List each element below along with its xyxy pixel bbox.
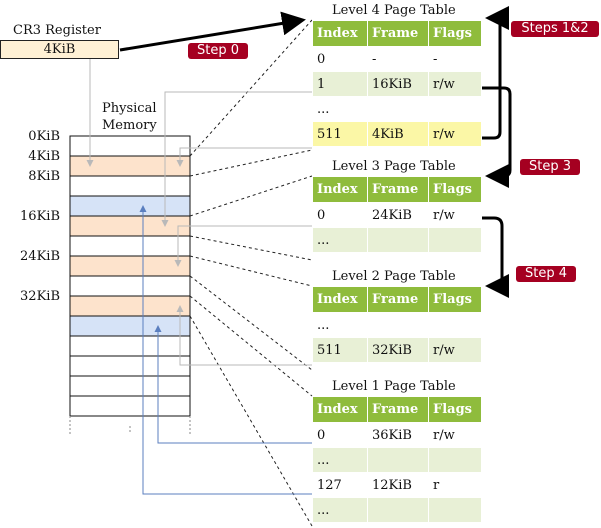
table-row: ... bbox=[312, 96, 482, 122]
address-label: 24KiB bbox=[20, 249, 60, 264]
index-cell: 511 bbox=[312, 337, 368, 363]
flags-cell bbox=[428, 497, 482, 523]
step-0-badge: Step 0 bbox=[188, 43, 248, 59]
frame-cell: 4KiB bbox=[367, 121, 429, 147]
table-row: 511 32KiB r/w bbox=[312, 337, 482, 363]
index-cell: 0 bbox=[312, 422, 368, 448]
table-row: 0 - - bbox=[312, 46, 482, 72]
column-header: Flags bbox=[428, 396, 482, 423]
l2-table-title: Level 2 Page Table bbox=[332, 269, 456, 284]
table-row: 0 36KiB r/w bbox=[312, 422, 482, 448]
index-cell: ... bbox=[312, 96, 368, 122]
frame-cell: 32KiB bbox=[367, 337, 429, 363]
frame-cell bbox=[367, 96, 429, 122]
l4-page-table: Index Frame Flags 0 - - 1 16KiB r/w ... … bbox=[312, 20, 482, 147]
address-label: 16KiB bbox=[20, 209, 60, 224]
l3-table-title: Level 3 Page Table bbox=[332, 159, 456, 174]
flags-cell bbox=[428, 96, 482, 122]
blue-pointer-lines bbox=[139, 205, 312, 495]
flags-cell: - bbox=[428, 46, 482, 72]
cr3-register: 4KiB bbox=[0, 40, 119, 59]
index-cell: ... bbox=[312, 227, 368, 253]
frame-cell bbox=[367, 312, 429, 338]
address-label: 4KiB bbox=[28, 149, 60, 164]
column-header: Flags bbox=[428, 176, 482, 203]
frame-table-dotted-lines bbox=[189, 19, 313, 527]
l1-table-title: Level 1 Page Table bbox=[332, 379, 456, 394]
table-header-row: Index Frame Flags bbox=[312, 176, 482, 203]
column-header: Frame bbox=[367, 20, 429, 47]
flags-cell bbox=[428, 227, 482, 253]
step-3-badge: Step 3 bbox=[520, 159, 580, 175]
flags-cell: r/w bbox=[428, 121, 482, 147]
table-header-row: Index Frame Flags bbox=[312, 20, 482, 47]
memory-label-line1: Physical bbox=[102, 101, 157, 116]
frame-cell: - bbox=[367, 46, 429, 72]
frame-cell: 24KiB bbox=[367, 202, 429, 228]
column-header: Index bbox=[312, 286, 368, 313]
flags-cell: r/w bbox=[428, 71, 482, 97]
table-row: ... bbox=[312, 227, 482, 253]
index-cell: ... bbox=[312, 497, 368, 523]
index-cell: 511 bbox=[312, 121, 368, 147]
step-4-badge: Step 4 bbox=[516, 266, 576, 282]
gray-pointer-lines bbox=[86, 58, 312, 366]
address-label: 0KiB bbox=[28, 129, 60, 144]
table-row: 511 4KiB r/w bbox=[312, 121, 482, 147]
column-header: Index bbox=[312, 176, 368, 203]
table-row: ... bbox=[312, 312, 482, 338]
column-header: Frame bbox=[367, 396, 429, 423]
table-row: ... bbox=[312, 447, 482, 473]
index-cell: 0 bbox=[312, 46, 368, 72]
index-cell: 0 bbox=[312, 202, 368, 228]
cr3-label: CR3 Register bbox=[13, 23, 101, 38]
column-header: Flags bbox=[428, 286, 482, 313]
table-row: ... bbox=[312, 497, 482, 523]
l4-table-title: Level 4 Page Table bbox=[332, 3, 456, 18]
table-row: 1 16KiB r/w bbox=[312, 71, 482, 97]
memory-label-line2: Memory bbox=[102, 118, 157, 133]
table-header-row: Index Frame Flags bbox=[312, 396, 482, 423]
column-header: Flags bbox=[428, 20, 482, 47]
address-label: 32KiB bbox=[20, 289, 60, 304]
memory-frames bbox=[69, 135, 191, 436]
index-cell: ... bbox=[312, 312, 368, 338]
column-header: Frame bbox=[367, 176, 429, 203]
flags-cell: r/w bbox=[428, 202, 482, 228]
frame-cell: 12KiB bbox=[367, 472, 429, 498]
l3-page-table: Index Frame Flags 0 24KiB r/w ... bbox=[312, 176, 482, 253]
flags-cell bbox=[428, 312, 482, 338]
table-row: 0 24KiB r/w bbox=[312, 202, 482, 228]
index-cell: 1 bbox=[312, 71, 368, 97]
column-header: Frame bbox=[367, 286, 429, 313]
frame-cell: 36KiB bbox=[367, 422, 429, 448]
index-cell: ... bbox=[312, 447, 368, 473]
index-cell: 127 bbox=[312, 472, 368, 498]
step-arrows bbox=[119, 6, 512, 298]
l1-page-table: Index Frame Flags 0 36KiB r/w ... 127 12… bbox=[312, 396, 482, 523]
frame-cell bbox=[367, 447, 429, 473]
steps-1-2-badge: Steps 1&2 bbox=[511, 21, 599, 37]
frame-cell bbox=[367, 497, 429, 523]
flags-cell bbox=[428, 447, 482, 473]
frame-cell: 16KiB bbox=[367, 71, 429, 97]
flags-cell: r bbox=[428, 472, 482, 498]
l2-page-table: Index Frame Flags ... 511 32KiB r/w bbox=[312, 286, 482, 363]
flags-cell: r/w bbox=[428, 422, 482, 448]
address-label: 8KiB bbox=[28, 169, 60, 184]
column-header: Index bbox=[312, 20, 368, 47]
frame-cell bbox=[367, 227, 429, 253]
table-row: 127 12KiB r bbox=[312, 472, 482, 498]
table-header-row: Index Frame Flags bbox=[312, 286, 482, 313]
column-header: Index bbox=[312, 396, 368, 423]
flags-cell: r/w bbox=[428, 337, 482, 363]
